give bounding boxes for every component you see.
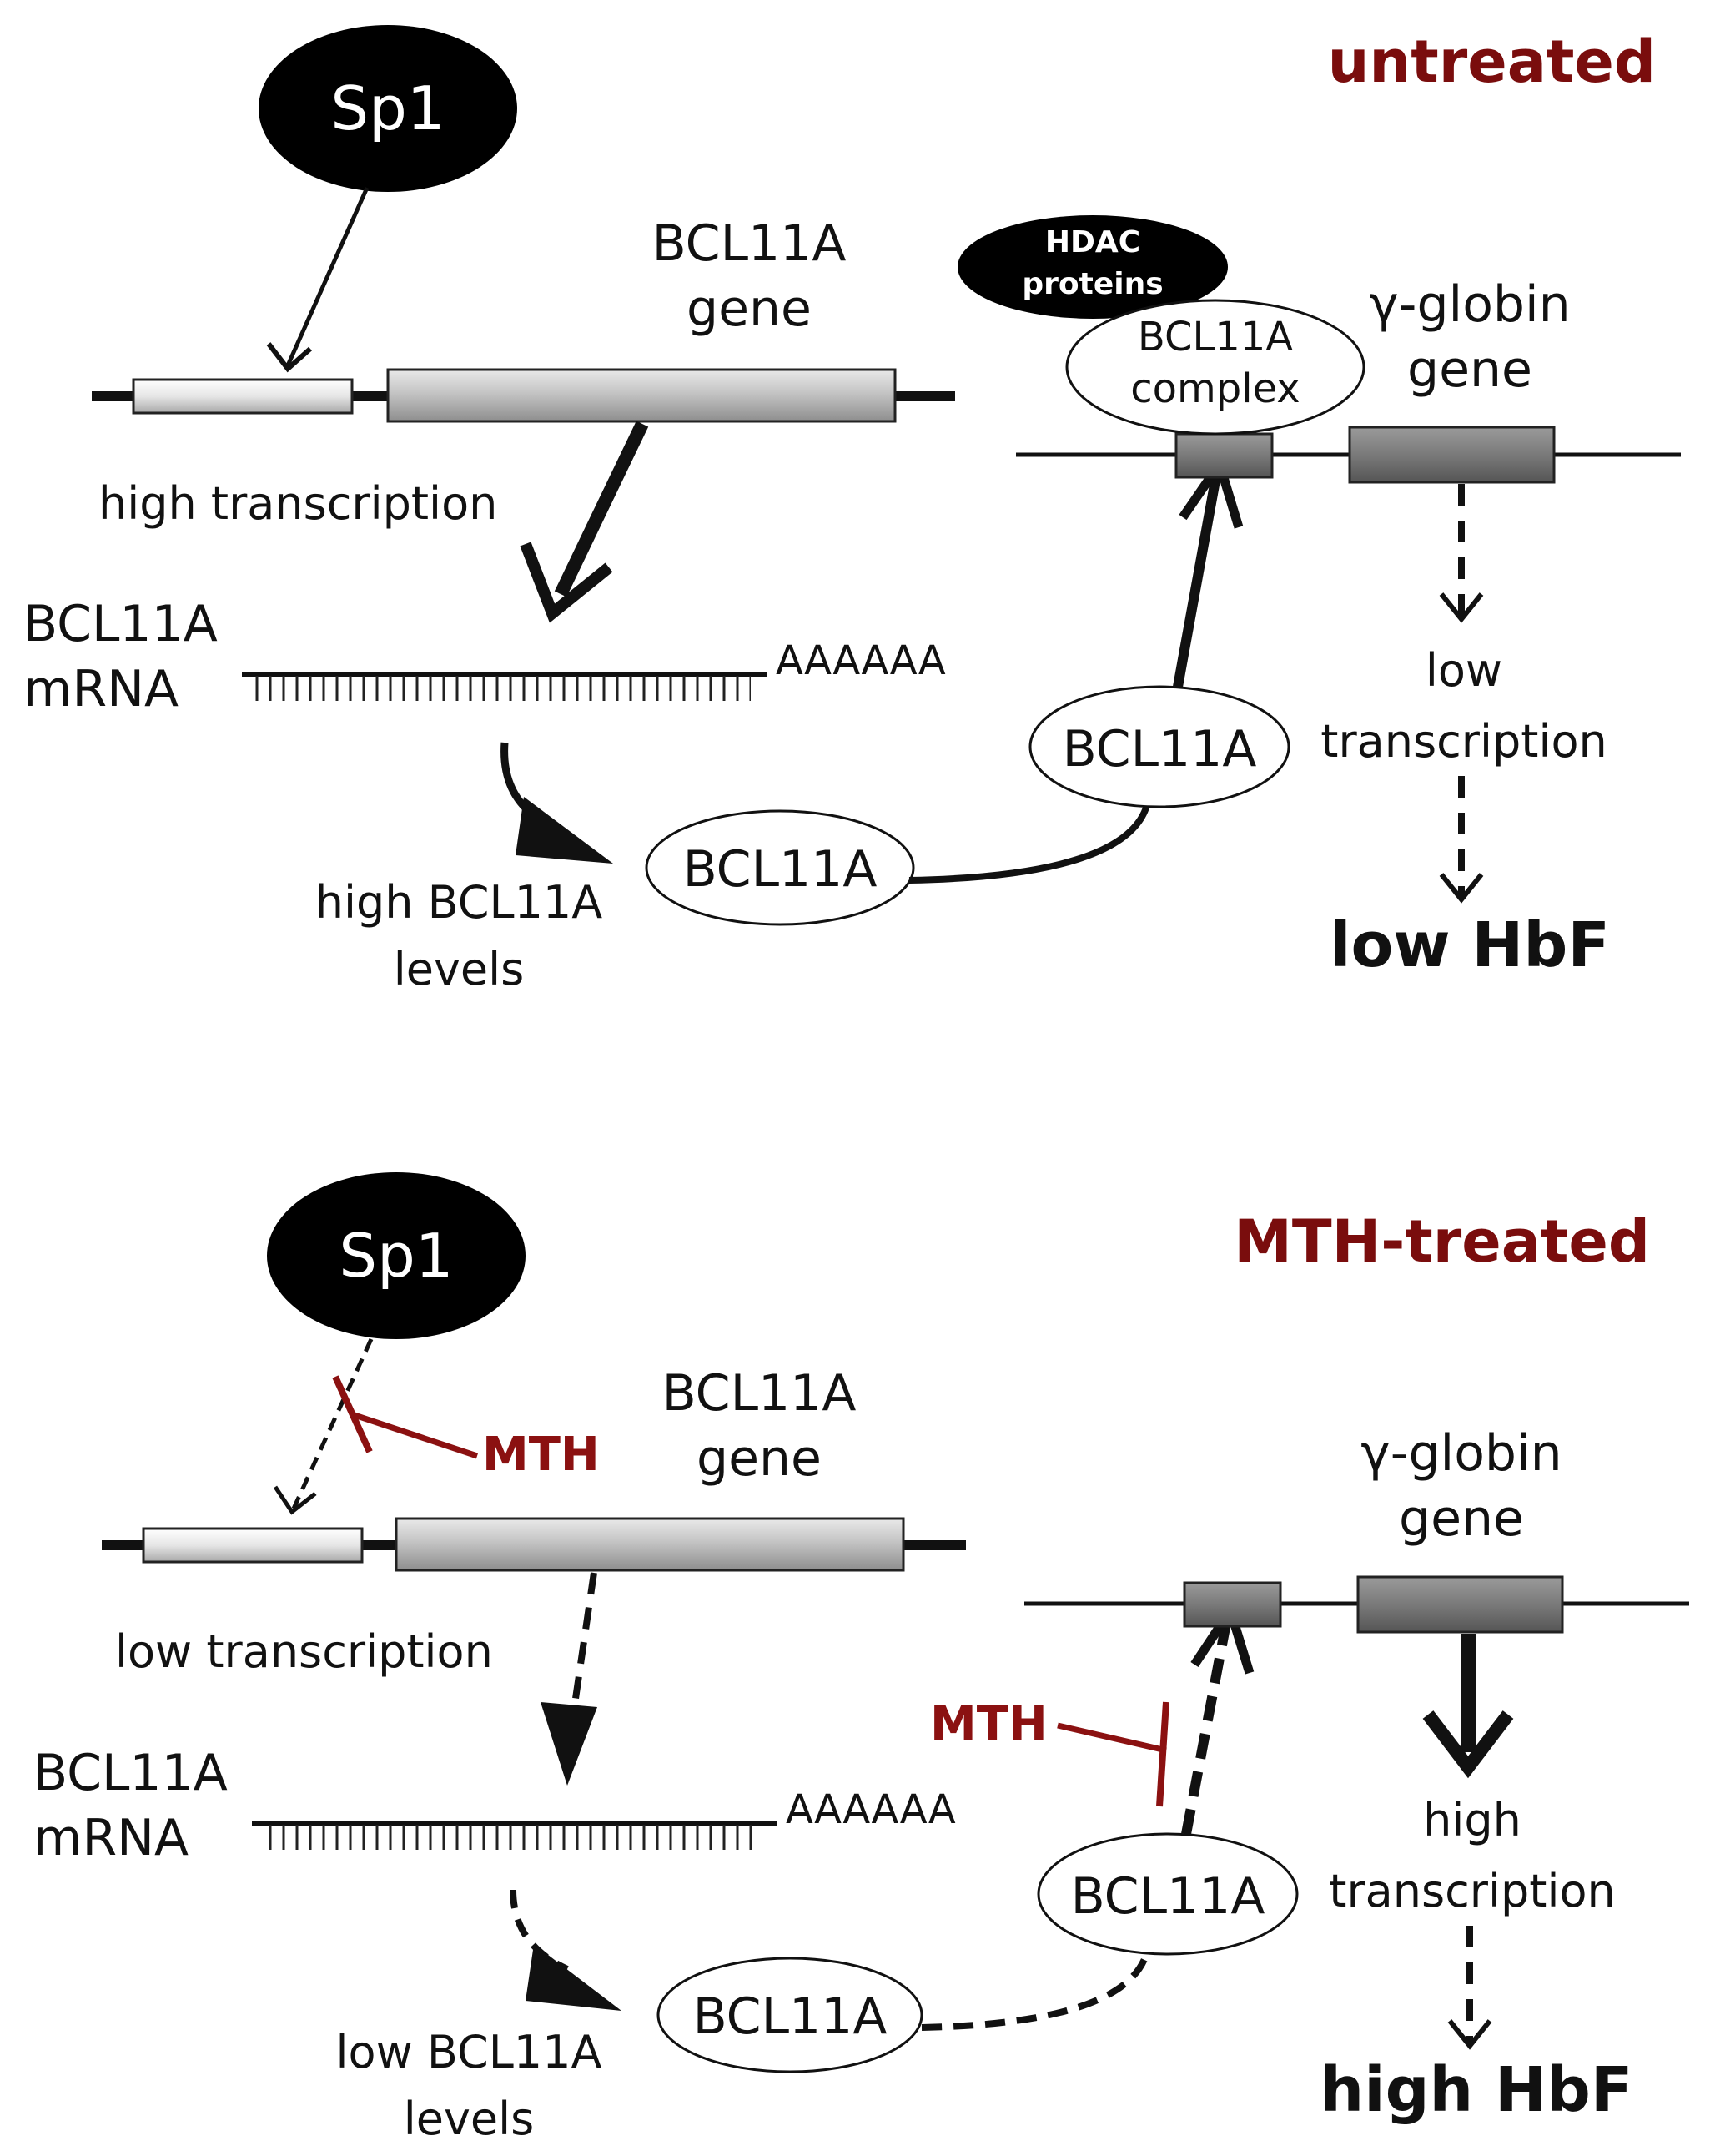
transcription-dashed-arrow (568, 1572, 597, 1728)
transcription-dashed-arrow-head (541, 1702, 597, 1786)
hbf-output: low HbF (1330, 909, 1610, 981)
translation-dashed-arrow-head (526, 1944, 621, 2011)
transcription-label-treated: low transcription (115, 1625, 493, 1678)
mth-label-1: MTH (482, 1428, 600, 1482)
levels-label-treated-line1: low BCL11A (336, 2026, 602, 2078)
globin-regulatory-box-treated (1183, 1581, 1282, 1628)
mrna-label-line1: BCL11A (23, 595, 218, 653)
levels-label-line2: levels (394, 943, 525, 995)
bcl11a-nuclear-label-treated: BCL11A (1071, 1867, 1265, 1926)
sp1-dashed-arrow (291, 1337, 374, 1510)
bcl11a-gene-box (386, 368, 897, 423)
bcl11a-gene-box-treated (395, 1517, 905, 1572)
bcl11a-nuclear-node-treated (1037, 1832, 1299, 1956)
levels-label-line1: high BCL11A (315, 876, 602, 929)
globin-label-line1: γ-globin (1369, 275, 1570, 334)
gene-label-line2: gene (687, 280, 812, 338)
translation-arrow-head (516, 797, 613, 864)
globin-gene-box (1348, 426, 1556, 484)
mrna-label-line2: mRNA (23, 660, 179, 718)
sp1-label-treated: Sp1 (339, 1221, 453, 1291)
complex-label-line2: complex (1130, 365, 1300, 412)
complex-label-line1: BCL11A (1138, 314, 1293, 360)
hdac-proteins-node (958, 215, 1228, 319)
mth-inhibit-line-1 (350, 1411, 479, 1459)
bcl11a-nuclear-node (1028, 685, 1290, 808)
mrna-ticks-treated (260, 1825, 761, 1850)
globin-label-line2: gene (1407, 340, 1532, 399)
panel-untreated: untreated Sp1 BCL11A gene high transcrip… (23, 25, 1681, 995)
globin-tx-dash-arrow-head (1439, 592, 1484, 623)
mth-inhibit-bar-2 (1156, 1701, 1169, 1807)
mth-label-2: MTH (930, 1697, 1048, 1751)
hbf-dash-arrow-head (1439, 873, 1484, 904)
panel-title-untreated: untreated (1328, 28, 1656, 96)
sp1-arrow-head (266, 342, 312, 373)
transcription-arrow-head (520, 542, 613, 623)
globin-regulatory-box (1174, 432, 1274, 479)
gene-label-line1: BCL11A (652, 214, 847, 273)
polya-tail-treated: AAAAAA (786, 1786, 956, 1833)
translation-dashed-arrow (510, 1889, 569, 1972)
polya-tail: AAAAAA (776, 637, 946, 684)
bcl11a-promoter-box (132, 378, 354, 415)
sp1-label: Sp1 (330, 73, 445, 144)
globin-tx-treated-line2: transcription (1329, 1865, 1615, 1917)
gene-label-treated-line1: BCL11A (662, 1364, 857, 1423)
bcl11a-protein-label-treated: BCL11A (693, 1987, 888, 2046)
mrna-label-treated-line2: mRNA (33, 1809, 189, 1867)
globin-tx-line2: transcription (1320, 715, 1607, 768)
hdac-label-line2: proteins (1022, 267, 1163, 301)
mrna-ticks (250, 676, 751, 701)
protein-to-nucleus-curve (908, 803, 1150, 884)
levels-label-treated-line2: levels (404, 2093, 535, 2145)
globin-tx-solid-arrow-head (1422, 1710, 1514, 1779)
transcription-arrow (554, 421, 649, 597)
protein-to-nucleus-dashed-curve (921, 1951, 1150, 2031)
globin-tx-line1: low (1426, 644, 1502, 697)
globin-label-treated-line1: γ-globin (1360, 1424, 1562, 1483)
sp1-dashed-arrow-head (273, 1485, 317, 1515)
bcl11a-promoter-box-treated (142, 1527, 364, 1564)
bcl11a-protein-node-treated (656, 1957, 923, 2073)
hdac-label-line1: HDAC (1045, 225, 1140, 259)
sp1-node (259, 25, 517, 192)
bcl11a-protein-node (645, 809, 915, 926)
hbf-dash-arrow-treated-head (1447, 2019, 1492, 2050)
panel-treated: MTH-treated Sp1 MTH BCL11A gene low tran… (33, 1172, 1689, 2145)
binding-arrow (1173, 474, 1221, 688)
transcription-label: high transcription (98, 477, 497, 530)
gene-label-treated-line2: gene (697, 1429, 822, 1488)
hbf-output-treated: high HbF (1320, 2054, 1633, 2126)
mrna-label-treated-line1: BCL11A (33, 1744, 228, 1802)
globin-label-treated-line2: gene (1399, 1489, 1524, 1548)
bcl11a-nuclear-label: BCL11A (1063, 720, 1257, 778)
sp1-node-treated (267, 1172, 526, 1339)
mth-inhibit-line-2 (1057, 1722, 1167, 1754)
panel-title-treated: MTH-treated (1234, 1207, 1650, 1276)
bcl11a-complex-node (1065, 299, 1365, 436)
bcl11a-protein-label: BCL11A (683, 840, 878, 899)
sp1-to-promoter-arrow (285, 186, 370, 367)
globin-gene-box-treated (1356, 1575, 1564, 1634)
globin-tx-treated-line1: high (1423, 1794, 1521, 1846)
